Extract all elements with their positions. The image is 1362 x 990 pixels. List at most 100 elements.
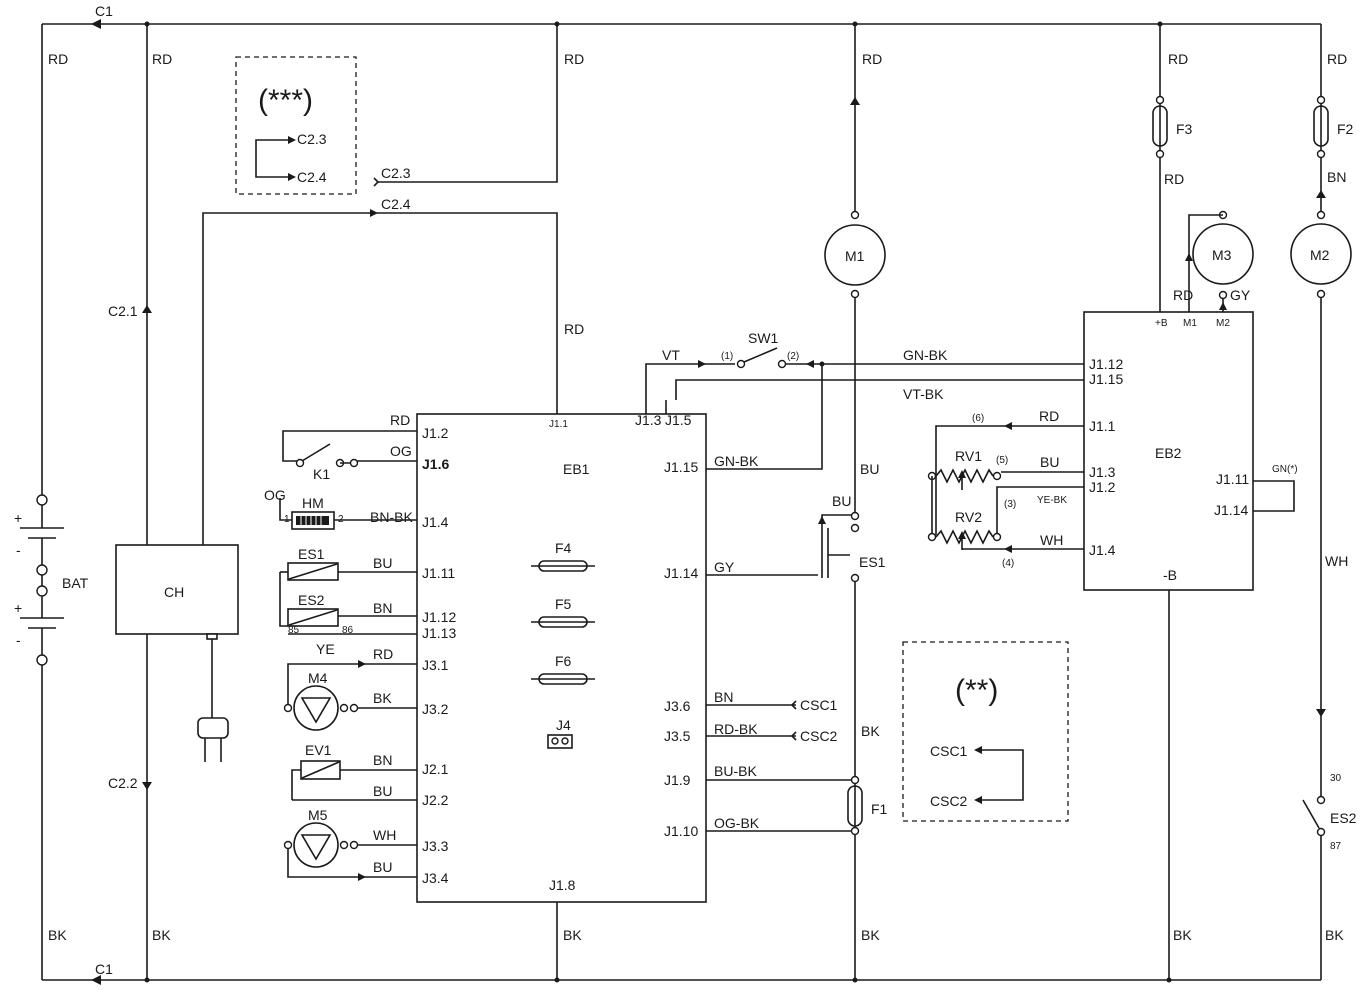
es1-label: ES1 (859, 554, 886, 570)
note-csc1: CSC1 (930, 743, 968, 759)
pin-j3-6: J3.6 (664, 698, 691, 714)
motor-m2: M2 (1290, 210, 1352, 299)
valve-ev1: EV1 BN BU (291, 742, 417, 801)
m3-label: M3 (1212, 247, 1232, 263)
eb2-pin-j1-4: J1.4 (1089, 542, 1116, 558)
eb2-pin-j1-12: J1.12 (1089, 356, 1123, 372)
motor-m1: M1 BU (824, 24, 886, 512)
label-bn-bk: BN-BK (370, 509, 413, 525)
eb2-pin-j1-11: J1.11 (1216, 471, 1249, 487)
motor-m3: M3 RD GY (1173, 210, 1254, 312)
svg-text:M1: M1 (1183, 318, 1197, 329)
jumper-j4: J4 (547, 717, 573, 749)
battery-plus: + (14, 510, 22, 526)
pin-j3-2: J3.2 (422, 701, 449, 717)
pin-j1-12: J1.12 (422, 609, 456, 625)
svg-text:30: 30 (1330, 773, 1342, 784)
m1-label: M1 (845, 248, 865, 264)
svg-text:+B: +B (1155, 318, 1168, 329)
label-gn-bk: GN-BK (903, 347, 948, 363)
svg-text:(1): (1) (721, 351, 733, 362)
fuse-f2: F2 (1313, 95, 1354, 159)
pin-j3-3: J3.3 (422, 838, 449, 854)
label-rd: RD (1164, 171, 1184, 187)
label-rd: RD (564, 321, 584, 337)
f1-label: F1 (871, 801, 888, 817)
label-gn-bk: GN-BK (714, 453, 759, 469)
connector-csc2: CSC2 (800, 728, 838, 744)
label-rd: RD (1173, 287, 1193, 303)
bridge-note-c2: (***) C2.3 C2.4 (235, 56, 357, 195)
label-rd: RD (1168, 51, 1188, 67)
label-bu-bk: BU-BK (714, 763, 757, 779)
es2-label: ES2 (1330, 810, 1357, 826)
pin-j3-1: J3.1 (422, 657, 449, 673)
eb2-board: EB2 -B +B M1 M2 J1.12 J1.15 J1.1 J1.3 J1… (1083, 311, 1298, 591)
f2-label: F2 (1337, 121, 1354, 137)
svg-text:(4): (4) (1002, 558, 1014, 569)
label-bn: BN (373, 752, 392, 768)
rv2-label: RV2 (955, 509, 982, 525)
label-bk: BK (1173, 927, 1192, 943)
hm-label: HM (302, 495, 324, 511)
power-rails (41, 19, 1326, 985)
label-bk: BK (1325, 927, 1344, 943)
battery-symbol: + - + - BAT (14, 494, 89, 666)
label-bu: BU (373, 859, 392, 875)
note-marker-csc: (**) (955, 674, 998, 707)
pin-j1-13: J1.13 (422, 625, 456, 641)
note-csc2: CSC2 (930, 793, 968, 809)
fuse-f6: F6 (531, 653, 595, 685)
svg-text:2: 2 (338, 514, 344, 525)
svg-text:87: 87 (1330, 841, 1342, 852)
label-bn: BN (714, 689, 733, 705)
label-gn-star: GN(*) (1272, 464, 1298, 475)
eb2-pin-j1-14: J1.14 (1214, 502, 1248, 518)
pin-j3-5: J3.5 (664, 728, 691, 744)
pin-j1-14: J1.14 (664, 565, 698, 581)
pin-j1-8: J1.8 (549, 877, 576, 893)
pin-j1-2: J1.2 (422, 425, 449, 441)
pin-j3-4: J3.4 (422, 870, 449, 886)
battery-label: BAT (62, 575, 89, 591)
connector-csc1: CSC1 (800, 697, 838, 713)
svg-text:F6: F6 (555, 653, 572, 669)
m4-label: M4 (308, 670, 328, 686)
svg-text:F5: F5 (555, 596, 572, 612)
label-gy: GY (714, 559, 735, 575)
label-wh: WH (1040, 532, 1063, 548)
label-wh: WH (1325, 553, 1348, 569)
svg-text:1: 1 (284, 514, 290, 525)
label-bu: BU (373, 555, 392, 571)
pin-j2-2: J2.2 (422, 792, 449, 808)
eb2-pin-j1-15: J1.15 (1089, 371, 1123, 387)
k1-label: K1 (313, 466, 330, 482)
c2-connectors: C2.3 C2.4 RD (370, 165, 584, 414)
label-rd: RD (564, 51, 584, 67)
es2-coil-label: ES2 (298, 592, 325, 608)
label-c1-bottom: C1 (95, 961, 113, 977)
pin-j1-9: J1.9 (664, 772, 691, 788)
pin-j1-5: J1.5 (665, 412, 692, 428)
svg-text:(6): (6) (972, 413, 984, 424)
eb2-pin-j1-3: J1.3 (1089, 464, 1116, 480)
label-ye-bk: YE-BK (1037, 495, 1067, 506)
battery-minus: - (16, 542, 21, 558)
switch-sw1: VT (1) (2) SW1 GN-BK VT-BK (645, 330, 1084, 414)
svg-text:F4: F4 (555, 540, 572, 556)
label-ye: YE (316, 641, 335, 657)
label-bk: BK (152, 927, 171, 943)
label-wh: WH (373, 827, 396, 843)
note-c2-4: C2.4 (297, 169, 327, 185)
connector-c2-3: C2.3 (381, 165, 411, 181)
f3-label: F3 (1176, 121, 1193, 137)
label-bn: BN (1327, 169, 1346, 185)
label-rd: RD (48, 51, 68, 67)
rv1-label: RV1 (955, 448, 982, 464)
hour-meter-hm: OG 1 2 HM BN-BK (264, 487, 417, 530)
label-rd: RD (862, 51, 882, 67)
plug-icon (197, 717, 229, 762)
eb2-minus-b: -B (1163, 567, 1177, 583)
fuse-f4: F4 (531, 540, 595, 572)
label-c1-top: C1 (95, 3, 113, 19)
